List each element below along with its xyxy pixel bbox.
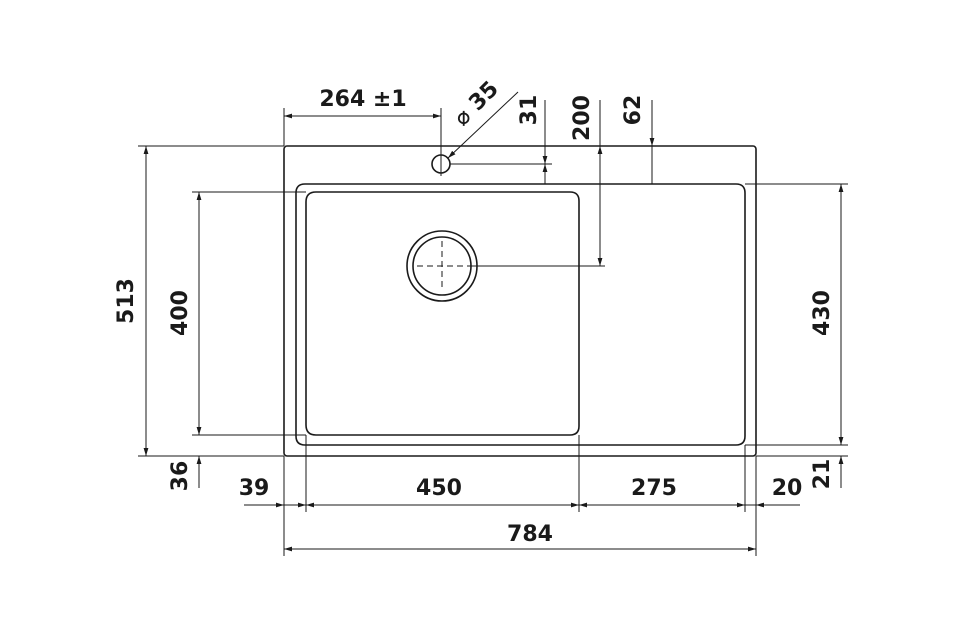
dim-label-21: 21 [810, 459, 835, 490]
dim-label-20: 20 [772, 476, 803, 501]
top-dimensions: 264 ±1 ⌀ 35 31 200 62 [283, 77, 655, 267]
dim-label-450: 450 [416, 476, 462, 501]
dim-label-784: 784 [507, 522, 553, 547]
sink-outline-group [283, 145, 757, 457]
dim-label-200: 200 [570, 95, 595, 141]
main-bowl [305, 191, 580, 436]
right-dimensions: 430 21 [745, 183, 848, 490]
dim-label-31: 31 [517, 95, 542, 126]
dim-label-513: 513 [114, 278, 139, 324]
dim-label-diameter: 35 [464, 77, 503, 116]
bottom-dimensions: 39 450 275 20 784 [239, 435, 803, 556]
leader-line-diameter [447, 91, 519, 159]
dim-label-39: 39 [239, 476, 270, 501]
sink-outer-rim [283, 145, 757, 457]
dim-label-275: 275 [631, 476, 677, 501]
dim-label-264: 264 ±1 [319, 87, 406, 112]
diameter-symbol: ⌀ [449, 104, 476, 131]
sink-inner-deck [295, 183, 746, 446]
left-dimensions: 513 400 36 [114, 145, 306, 492]
dim-label-62: 62 [621, 95, 646, 126]
dim-label-430: 430 [810, 290, 835, 336]
dim-label-36: 36 [168, 461, 193, 492]
dim-label-400: 400 [168, 290, 193, 336]
diameter-label-group: ⌀ 35 [449, 77, 503, 131]
